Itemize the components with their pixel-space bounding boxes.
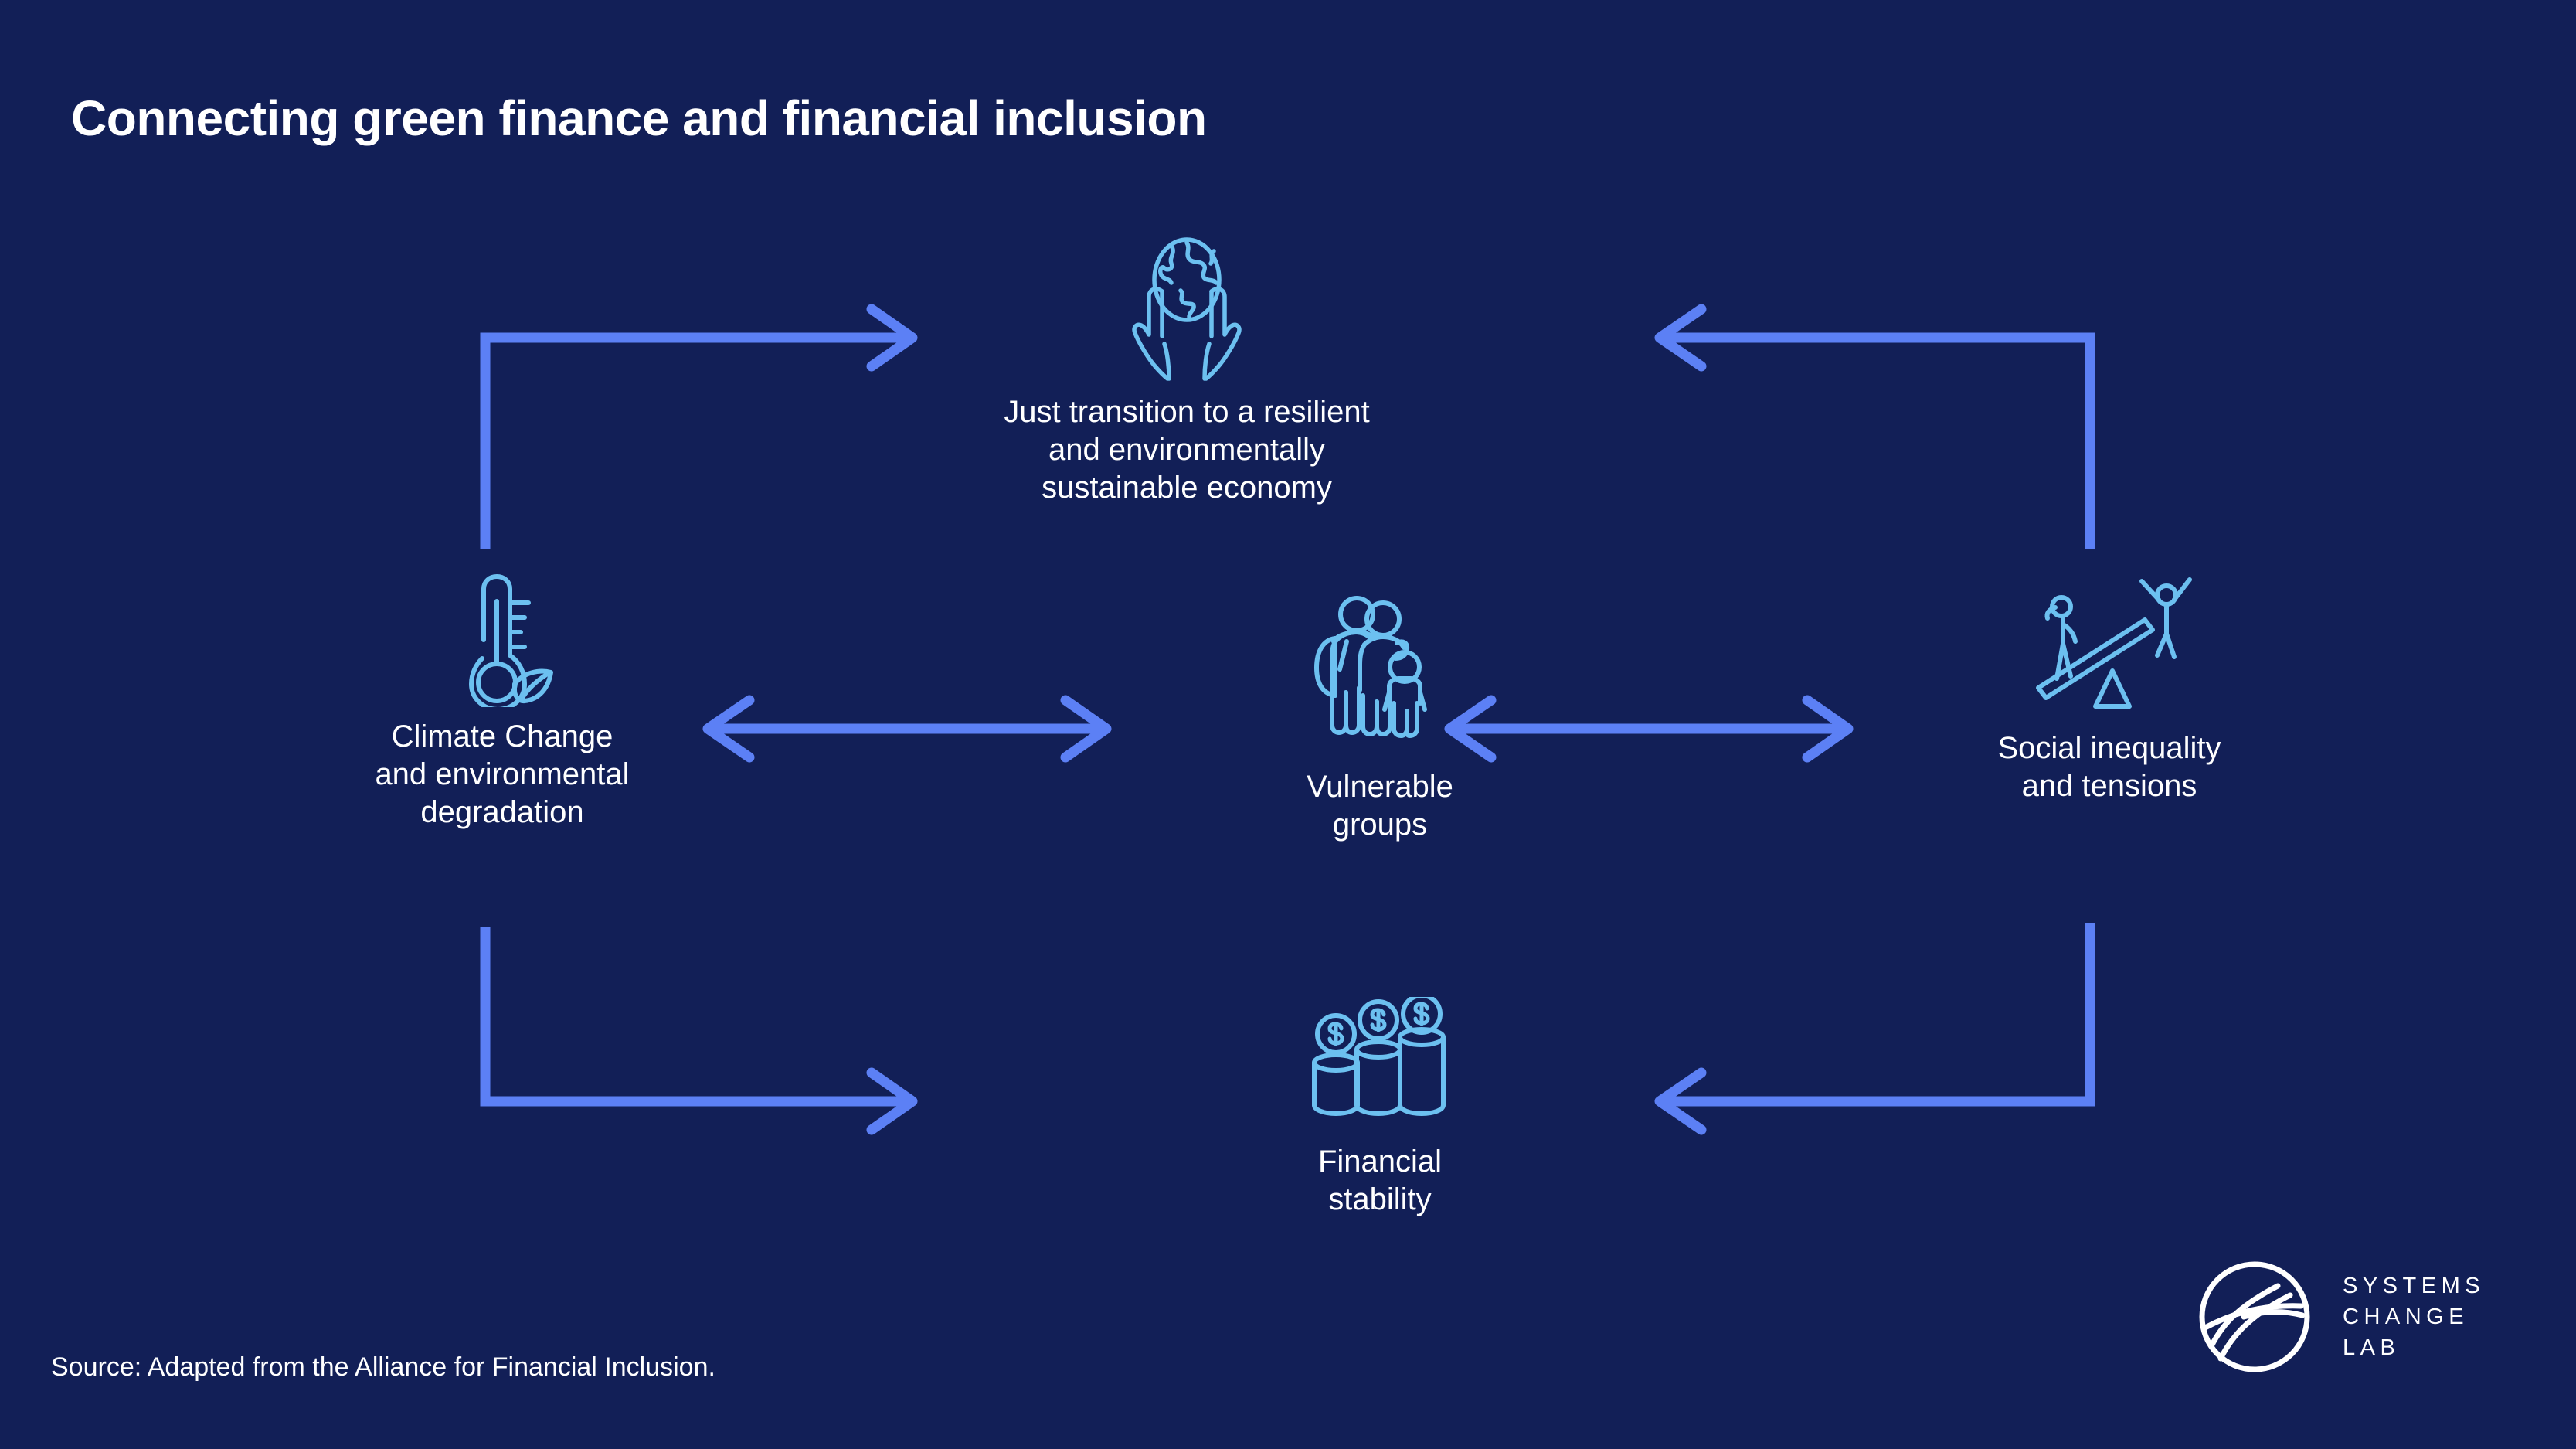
node-climate-change: Climate Change and environmental degrada…	[255, 572, 749, 831]
logo-line-3: LAB	[2343, 1335, 2401, 1360]
node-just-transition: Just transition to a resilient and envir…	[897, 232, 1477, 506]
node-financial-stability: Financial stability	[1144, 993, 1616, 1219]
connector-vulnerable-inequality	[1444, 695, 1854, 763]
globe-in-hands-icon	[1098, 232, 1276, 383]
node-social-inequality: Social inequality and tensions	[1839, 564, 2380, 805]
connector-inequality-to-just-transition	[1654, 304, 2095, 549]
logo-wordmark: SYSTEMS CHANGE LAB	[2343, 1273, 2486, 1360]
connector-climate-to-financial	[480, 927, 918, 1135]
seesaw-inequality-icon	[2015, 564, 2204, 719]
logo-line-1: SYSTEMS	[2343, 1273, 2486, 1298]
node-vulnerable-groups: Vulnerable groups	[1144, 594, 1616, 844]
node-label-just-transition: Just transition to a resilient and envir…	[1004, 395, 1370, 505]
source-note: Source: Adapted from the Alliance for Fi…	[51, 1352, 715, 1382]
node-label-financial-stability: Financial stability	[1317, 1145, 1443, 1216]
connector-climate-to-just-transition	[480, 304, 918, 549]
logo-line-2: CHANGE	[2343, 1304, 2469, 1329]
node-label-vulnerable-groups: Vulnerable groups	[1307, 770, 1453, 842]
connector-inequality-to-financial	[1654, 923, 2095, 1135]
logo[interactable]: SYSTEMS CHANGE LAB	[2197, 1260, 2485, 1374]
page-title: Connecting green finance and financial i…	[71, 90, 1207, 146]
thermometer-leaf-icon	[431, 572, 574, 712]
connector-climate-vulnerable	[702, 695, 1112, 763]
systems-change-lab-mark-icon	[2197, 1260, 2312, 1374]
node-label-climate-change: Climate Change and environmental degrada…	[375, 719, 630, 829]
family-group-icon	[1303, 594, 1457, 757]
coin-stacks-icon	[1301, 993, 1460, 1132]
node-label-social-inequality: Social inequality and tensions	[1997, 731, 2221, 803]
